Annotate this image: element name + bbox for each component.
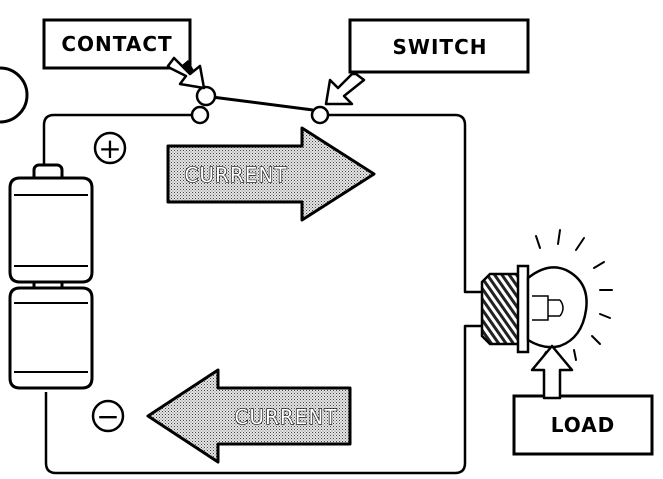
load-callout: LOAD [512, 344, 654, 456]
switch-pointer-arrow [324, 72, 366, 106]
bulb-socket [480, 272, 522, 346]
contact-label: CONTACT [61, 32, 172, 56]
minus-sign-text: − [96, 400, 119, 433]
minus-sign: − [91, 399, 125, 433]
circuit-wire [42, 113, 482, 475]
bulb-glass [526, 266, 588, 349]
switch-callout: SWITCH [324, 18, 530, 106]
bulb-base-ring [516, 264, 530, 354]
plus-sign: + [93, 131, 127, 165]
bulb-glow-rays [535, 229, 613, 363]
contact-pointer-arrow [166, 56, 206, 90]
current-label-top: CURRENT [184, 163, 287, 187]
contact-callout: CONTACT [42, 18, 206, 90]
current-arrow-top: CURRENT [166, 126, 376, 222]
battery-cell-lower [8, 286, 94, 390]
battery-cell-upper [8, 176, 94, 284]
switch-lever-end [195, 85, 217, 107]
switch-label: SWITCH [393, 35, 488, 59]
switch [190, 85, 330, 125]
light-bulb [480, 229, 613, 363]
switch-lever [211, 95, 314, 112]
edge-arc [0, 66, 29, 124]
load-label: LOAD [551, 413, 616, 437]
battery-stack [8, 163, 94, 390]
current-arrow-bottom: CURRENT [146, 368, 352, 464]
switch-pivot-terminal [310, 105, 330, 125]
switch-contact-terminal [190, 105, 210, 125]
current-label-bottom: CURRENT [234, 405, 337, 429]
load-pointer-arrow [530, 344, 574, 400]
plus-sign-text: + [98, 132, 121, 165]
